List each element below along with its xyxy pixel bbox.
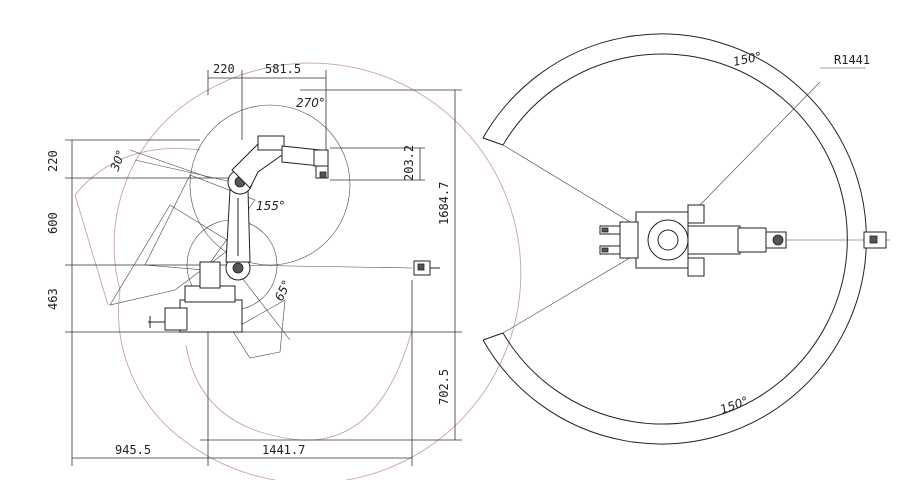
dim-463: 463 [46, 288, 60, 310]
top-view-tool-reach [863, 231, 887, 249]
top-view-robot [599, 204, 787, 277]
dim-203-2: 203.2 [402, 145, 416, 181]
angle-65: 65° [272, 278, 294, 303]
dim-1684-7: 1684.7 [437, 182, 451, 225]
side-view-dimension-lines [65, 70, 462, 466]
radius-label: R1441 [834, 53, 870, 67]
angle-270: 270° [296, 96, 325, 110]
side-view: 220 581.5 220 600 463 203.2 1684.7 702.5… [46, 62, 522, 480]
dim-220-left: 220 [46, 150, 60, 172]
dim-581-5: 581.5 [265, 62, 301, 76]
angle-150-bottom: 150° [718, 394, 750, 417]
angle-150-top: 150° [732, 49, 763, 69]
side-view-envelope [74, 62, 522, 480]
dim-600: 600 [46, 212, 60, 234]
side-view-tool-reach [413, 260, 440, 276]
dim-945-5: 945.5 [115, 443, 151, 457]
angle-155: 155° [256, 199, 285, 213]
side-view-robot [148, 135, 329, 333]
dim-702-5: 702.5 [437, 369, 451, 405]
angle-30: 30° [108, 148, 128, 173]
dim-220-top: 220 [213, 62, 235, 76]
dim-1441-7: 1441.7 [262, 443, 305, 457]
top-view: R1441 150° 150° [482, 33, 890, 445]
